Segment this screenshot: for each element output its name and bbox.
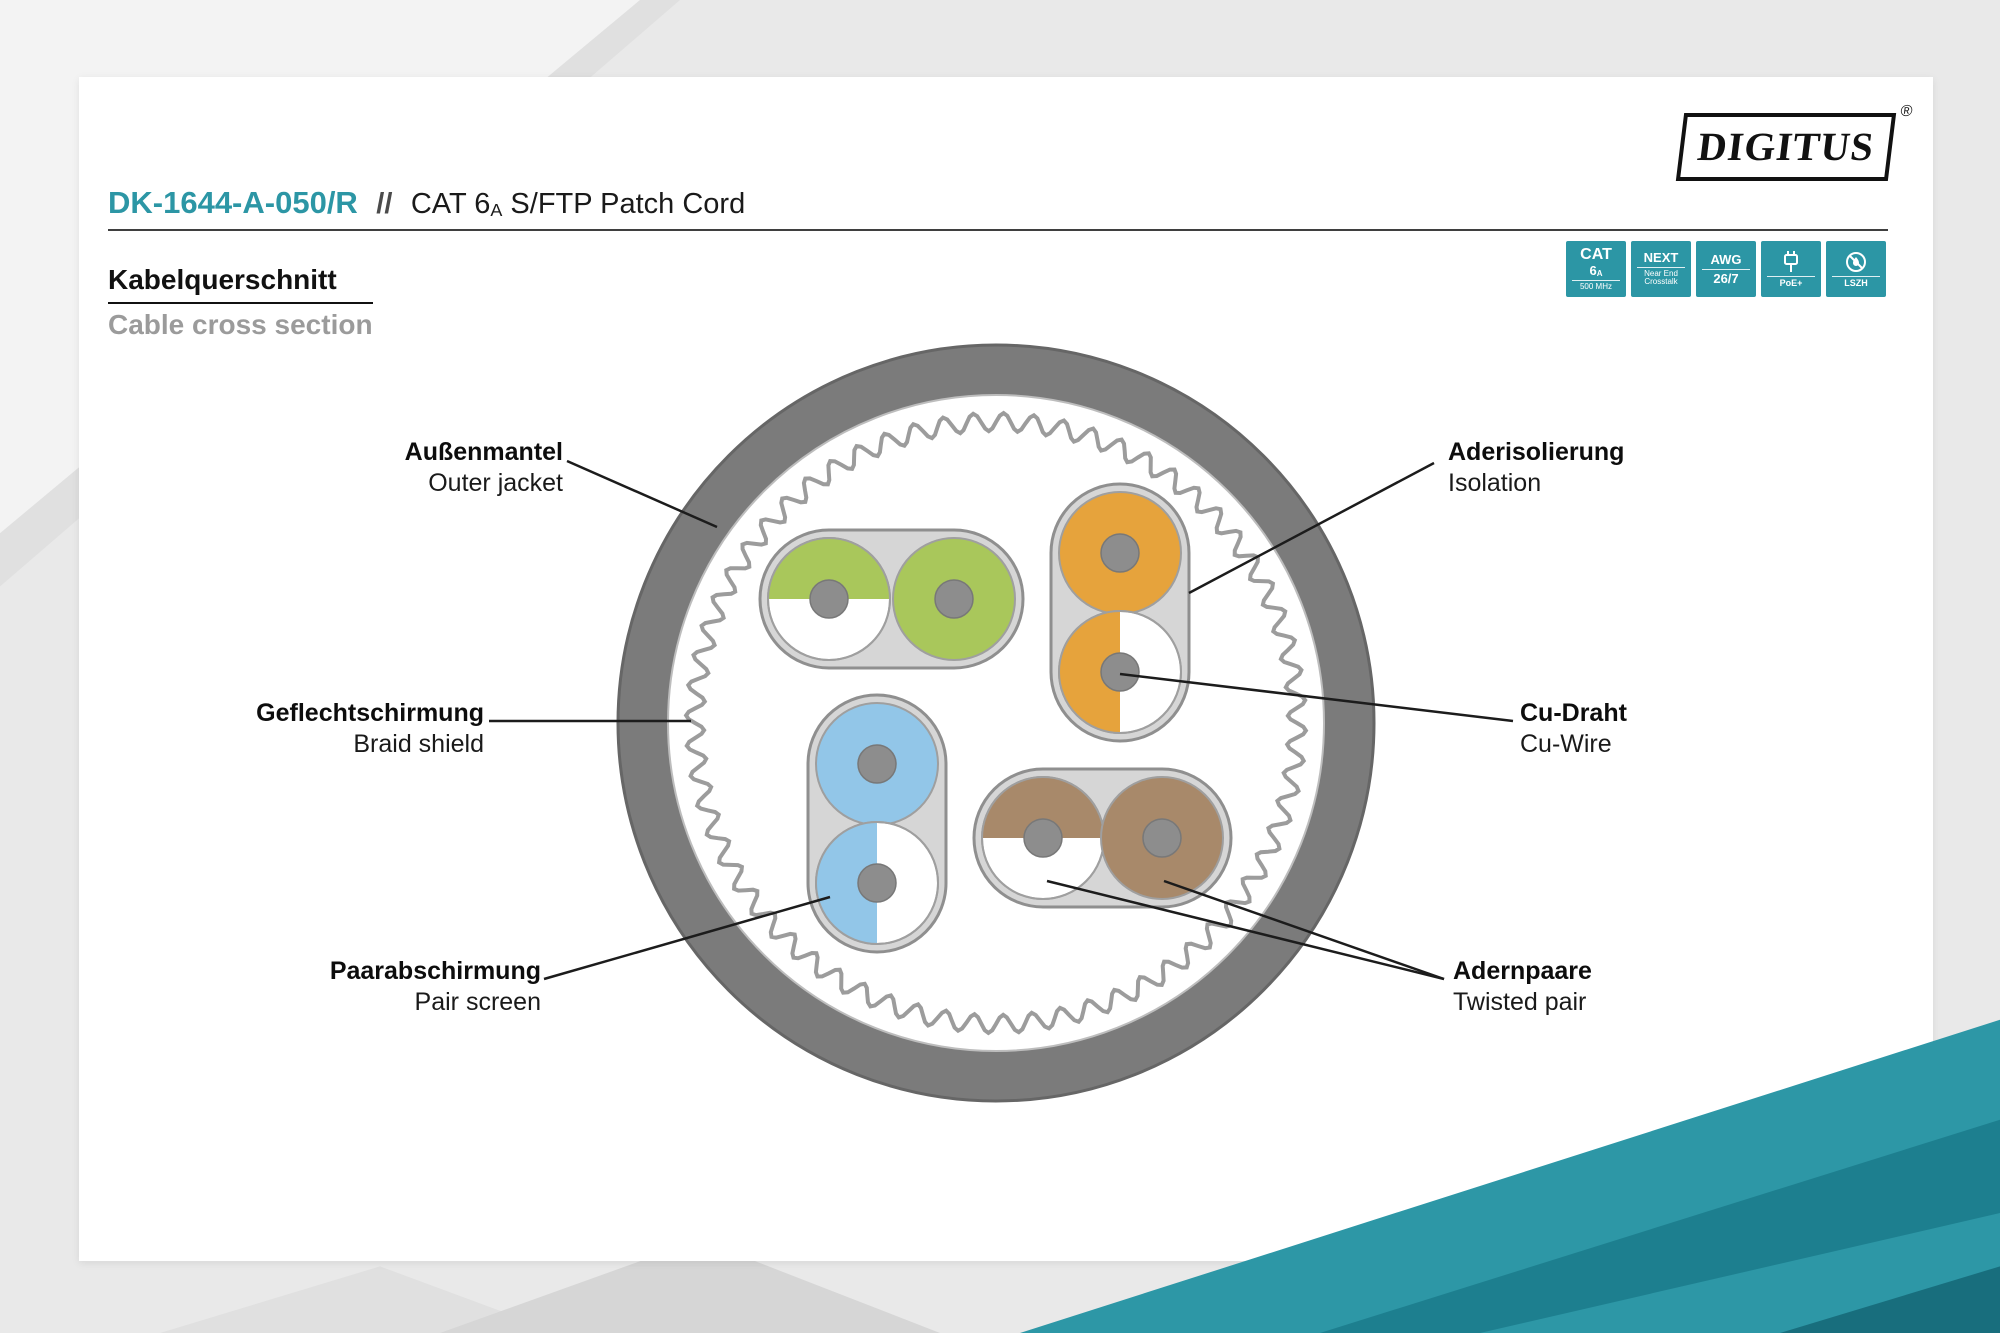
label-braid-shield-en: Braid shield — [353, 730, 484, 758]
badge-awg: AWG 26/7 — [1696, 241, 1756, 297]
label-twisted-pair-en: Twisted pair — [1453, 988, 1587, 1016]
leader-outer-jacket — [566, 459, 718, 529]
poe-plug-icon — [1784, 250, 1798, 272]
product-name-rest: S/FTP Patch Cord — [502, 188, 746, 220]
jacket-inner-edge — [667, 394, 1325, 1052]
registered-mark: ® — [1899, 103, 1914, 120]
label-pair-screen-en: Pair screen — [414, 988, 541, 1016]
section-title-en: Cable cross section — [108, 309, 373, 340]
model-number: DK-1644-A-050/R — [108, 185, 358, 220]
twisted-pair-orange — [1049, 482, 1191, 743]
digitus-logo-text: DIGITUS — [1695, 124, 1877, 169]
cu-conductor — [857, 744, 897, 784]
label-isolation-de: Aderisolierung — [1448, 438, 1625, 466]
leader-lines — [489, 459, 1514, 981]
twisted-pair-blue — [806, 693, 948, 954]
badge-next-line1: Near End — [1644, 268, 1678, 278]
twisted-pair-green — [758, 528, 1025, 670]
label-twisted-pair: Adernpaare Twisted pair — [1453, 956, 1592, 1018]
flame-crossed-icon — [1846, 251, 1866, 272]
cu-conductor — [1142, 818, 1182, 858]
cable-cross-section-diagram — [489, 343, 1514, 1103]
label-pair-screen-de: Paarabschirmung — [329, 957, 541, 985]
leader-twisted-pair-2 — [1163, 879, 1445, 981]
cu-conductor — [1023, 818, 1063, 858]
label-cu-wire-de: Cu-Draht — [1520, 699, 1627, 727]
section-title-de: Kabelquerschnitt — [108, 264, 337, 295]
label-cu-wire: Cu-Draht Cu-Wire — [1520, 698, 1627, 760]
title-divider — [108, 229, 1888, 231]
product-name-main: CAT 6 — [410, 188, 491, 220]
badge-lszh-label: LSZH — [1844, 277, 1868, 288]
cu-conductor — [1100, 533, 1140, 573]
label-outer-jacket-de: Außenmantel — [404, 438, 563, 466]
badge-divider — [1637, 266, 1685, 268]
label-braid-shield: Geflechtschirmung Braid shield — [256, 698, 484, 760]
label-outer-jacket-en: Outer jacket — [428, 469, 563, 497]
badge-next-top: NEXT — [1643, 250, 1679, 266]
badge-poe-label: PoE+ — [1779, 277, 1803, 288]
product-name-subscript: A — [490, 200, 503, 221]
badge-divider — [1702, 268, 1750, 270]
leader-cu-wire — [1119, 672, 1514, 723]
feature-badges: CAT 6A 500 MHz NEXT Near End Crosstalk A… — [1566, 241, 1886, 297]
title-separator: // — [376, 188, 393, 220]
leader-twisted-pair-1 — [1046, 879, 1445, 981]
cu-conductor — [857, 863, 897, 903]
badge-divider — [1767, 275, 1815, 277]
badge-awg-bottom: 26/7 — [1713, 270, 1739, 286]
label-cu-wire-en: Cu-Wire — [1520, 730, 1612, 758]
badge-divider — [1832, 275, 1880, 277]
section-title-underline — [108, 302, 373, 304]
badge-next-line2: Crosstalk — [1644, 277, 1678, 287]
label-isolation-en: Isolation — [1448, 469, 1542, 497]
badge-cat6a: CAT 6A 500 MHz — [1566, 241, 1626, 297]
cu-conductor — [1100, 652, 1140, 692]
label-braid-shield-de: Geflechtschirmung — [256, 699, 484, 727]
braid-shield-squiggle — [683, 410, 1309, 1036]
badge-next: NEXT Near End Crosstalk — [1631, 241, 1691, 297]
product-title: DK-1644-A-050/R // CAT 6A S/FTP Patch Co… — [108, 185, 745, 221]
badge-awg-top: AWG — [1710, 251, 1742, 267]
leader-isolation — [1188, 461, 1435, 595]
badge-lszh: LSZH — [1826, 241, 1886, 297]
cu-conductor — [809, 579, 849, 619]
badge-cat6a-mid-main: 6 — [1589, 262, 1597, 278]
label-isolation: Aderisolierung Isolation — [1448, 437, 1624, 499]
label-twisted-pair-de: Adernpaare — [1453, 957, 1592, 985]
cu-conductor — [934, 579, 974, 619]
twisted-pair-brown — [972, 767, 1233, 909]
badge-divider — [1572, 279, 1620, 281]
leader-pair-screen — [543, 895, 831, 981]
product-name: CAT 6A S/FTP Patch Cord — [411, 188, 745, 220]
badge-cat6a-top: CAT — [1580, 245, 1612, 263]
badge-cat6a-bottom: 500 MHz — [1579, 281, 1612, 291]
digitus-logo: DIGITUS ® — [1675, 103, 1913, 181]
section-title: Kabelquerschnitt Cable cross section — [108, 264, 373, 341]
label-pair-screen: Paarabschirmung Pair screen — [330, 956, 541, 1018]
badge-poe: PoE+ — [1761, 241, 1821, 297]
badge-cat6a-mid-sub: A — [1596, 268, 1603, 278]
label-outer-jacket: Außenmantel Outer jacket — [405, 437, 563, 499]
badge-cat6a-mid: 6A — [1589, 262, 1603, 278]
